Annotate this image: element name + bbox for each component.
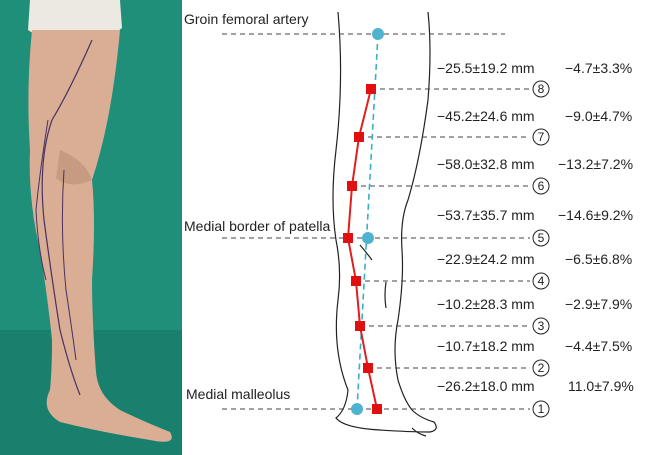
segment-4-5-pct: −6.5±6.8% bbox=[565, 251, 632, 267]
vein-marker-8 bbox=[366, 84, 376, 94]
malleolus-label: Medial malleolus bbox=[186, 386, 290, 402]
groin-marker bbox=[372, 28, 384, 40]
level-6-number: 6 bbox=[538, 179, 545, 193]
level-2-number: 2 bbox=[538, 361, 545, 375]
pct-values: −4.7±3.3% −9.0±4.7% −13.2±7.2% −14.6±9.2… bbox=[558, 60, 634, 394]
level-8-number: 8 bbox=[538, 82, 545, 96]
segment-1-2-pct: 11.0±7.9% bbox=[568, 378, 634, 394]
level-5-number: 5 bbox=[538, 231, 545, 245]
segment-2-3-mm: −10.7±18.2 mm bbox=[437, 338, 535, 354]
vein-marker-5 bbox=[343, 233, 353, 243]
malleolus-marker bbox=[351, 403, 363, 415]
segment-7-8-mm: −45.2±24.6 mm bbox=[437, 108, 535, 124]
vein-markers bbox=[343, 84, 382, 414]
segment-5-6-pct: −14.6±9.2% bbox=[558, 207, 633, 223]
vein-marker-4 bbox=[351, 276, 361, 286]
vein-marker-7 bbox=[354, 132, 364, 142]
segment-5-6-mm: −53.7±35.7 mm bbox=[437, 207, 535, 223]
segment-3-4-mm: −10.2±28.3 mm bbox=[437, 296, 535, 312]
segment-4-5-mm: −22.9±24.2 mm bbox=[437, 251, 535, 267]
level-4-number: 4 bbox=[538, 274, 545, 288]
segment-3-4-pct: −2.9±7.9% bbox=[565, 296, 632, 312]
vein-marker-6 bbox=[347, 181, 357, 191]
patella-marker bbox=[362, 232, 374, 244]
groin-label: Groin femoral artery bbox=[184, 11, 308, 27]
vein-marker-3 bbox=[355, 321, 365, 331]
segment-1-2-mm: −26.2±18.0 mm bbox=[437, 378, 535, 394]
segment-8-groin-mm: −25.5±19.2 mm bbox=[437, 60, 535, 76]
level-1-number: 1 bbox=[538, 402, 545, 416]
mm-values: −25.5±19.2 mm −45.2±24.6 mm −58.0±32.8 m… bbox=[437, 60, 535, 394]
level-short-lines bbox=[352, 89, 530, 368]
segment-7-8-pct: −9.0±4.7% bbox=[565, 108, 632, 124]
segment-6-7-mm: −58.0±32.8 mm bbox=[437, 156, 535, 172]
segment-6-7-pct: −13.2±7.2% bbox=[558, 156, 633, 172]
segment-2-3-pct: −4.4±7.5% bbox=[565, 338, 632, 354]
segment-8-groin-pct: −4.7±3.3% bbox=[565, 60, 632, 76]
patella-label: Medial border of patella bbox=[184, 218, 331, 234]
vein-marker-1 bbox=[372, 404, 382, 414]
vein-marker-2 bbox=[363, 363, 373, 373]
level-3-number: 3 bbox=[538, 319, 545, 333]
level-7-number: 7 bbox=[538, 130, 545, 144]
level-numbers: 8 7 6 5 4 3 2 1 bbox=[538, 82, 545, 416]
